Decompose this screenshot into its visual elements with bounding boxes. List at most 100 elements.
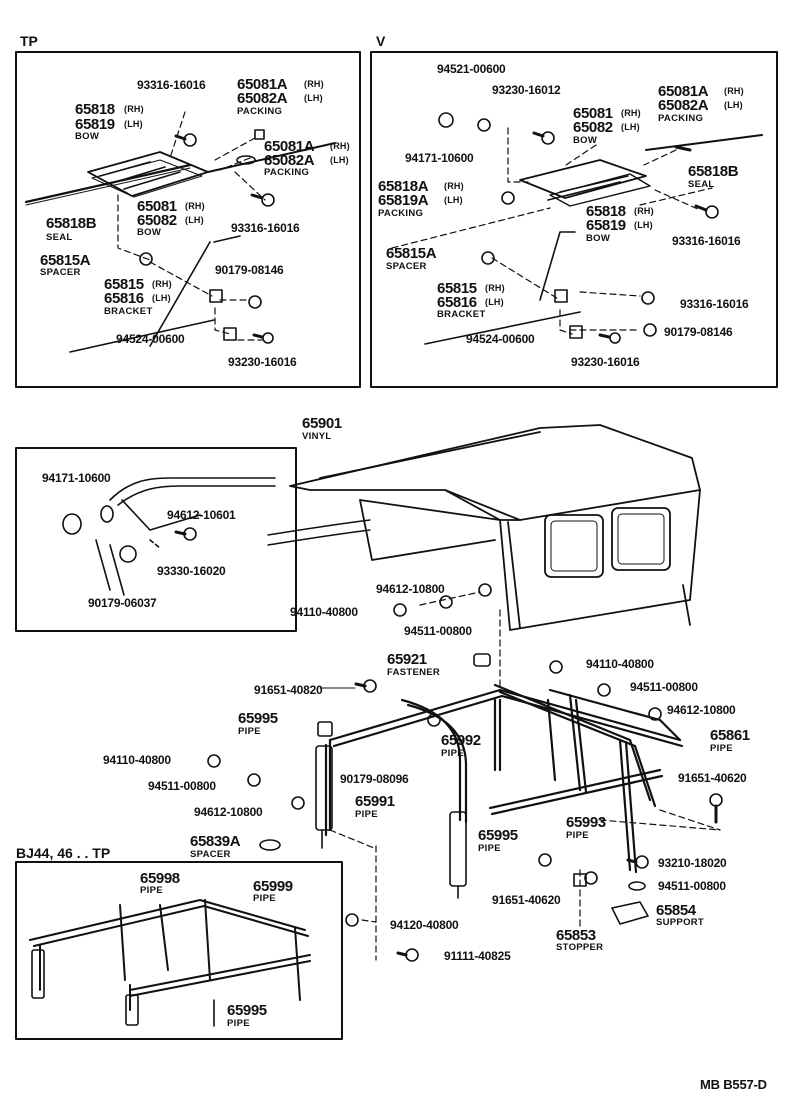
label-vinyl: VINYL: [302, 431, 332, 442]
label-spacer: SPACER: [40, 267, 81, 278]
main-frame-legs: [315, 745, 467, 899]
label-93230-16016: 93230-16016: [228, 355, 297, 369]
label-65995-a: 65995: [238, 710, 278, 727]
label-lh: (LH): [330, 155, 349, 165]
label-90179-08146: 90179-08146: [215, 263, 284, 277]
label-94171-10600-v: 94171-10600: [405, 151, 474, 165]
label-v-93316-16016-b: 93316-16016: [680, 297, 749, 311]
label-v-bow: BOW: [573, 135, 598, 146]
label-stopper: STOPPER: [556, 942, 604, 953]
inset-detail: [62, 477, 276, 596]
label-65861: 65861: [710, 727, 750, 744]
panel-v-frame: [370, 51, 778, 388]
label-v-bow-b: BOW: [586, 233, 611, 244]
label-94612-10800-l: 94612-10800: [194, 805, 263, 819]
label-65839A: 65839A: [190, 833, 241, 850]
label-v-65081A: 65081A: [658, 83, 709, 100]
label-pipe-g: PIPE: [140, 885, 163, 896]
label-65815: 65815: [104, 276, 144, 293]
label-91651-40620-b: 91651-40620: [492, 893, 561, 907]
panel-bj-title: BJ44, 46 . . TP: [16, 845, 111, 861]
label-65818A: 65818A: [378, 178, 429, 195]
label-65993: 65993: [566, 814, 606, 831]
bj-legs: [31, 949, 215, 1027]
label-v-90179-08146: 90179-08146: [664, 325, 733, 339]
label-rh: (RH): [724, 86, 744, 96]
label-pipe-e: PIPE: [566, 830, 589, 841]
label-94110-40800-r: 94110-40800: [586, 657, 654, 671]
label-v-94524-00600: 94524-00600: [466, 332, 535, 346]
label-94511-00800-r: 94511-00800: [630, 680, 698, 694]
label-v-93316-16016: 93316-16016: [672, 234, 741, 248]
label-rh: (RH): [185, 201, 205, 211]
label-bow: BOW: [75, 131, 100, 142]
label-pipe-b: PIPE: [441, 748, 464, 759]
label-lh: (LH): [621, 122, 640, 132]
label-65901: 65901: [302, 415, 342, 432]
label-65818B: 65818B: [46, 215, 97, 232]
label-65992: 65992: [441, 732, 481, 749]
label-v-seal: SEAL: [688, 179, 715, 190]
label-pipe-h: PIPE: [253, 893, 276, 904]
document-code: MB B557-D: [700, 1077, 767, 1092]
label-91651-40820: 91651-40820: [254, 683, 323, 697]
main-dashed-guides: [329, 809, 721, 961]
label-v-65082A: 65082A: [658, 97, 709, 114]
label-94511-00800-l: 94511-00800: [148, 779, 216, 793]
label-lh: (LH): [124, 119, 143, 129]
label-lh: (LH): [444, 195, 463, 205]
label-65991: 65991: [355, 793, 395, 810]
label-94110-40800-l: 94110-40800: [103, 753, 171, 767]
label-94511-00800-b: 94511-00800: [658, 879, 726, 893]
label-94612-10601: 94612-10601: [167, 508, 236, 522]
label-rh: (RH): [152, 279, 172, 289]
label-93316-16016-top: 93316-16016: [137, 78, 206, 92]
label-rh: (RH): [485, 283, 505, 293]
vinyl-hardware: [393, 583, 662, 721]
label-v-65816: 65816: [437, 294, 477, 311]
vinyl-top-art: [267, 424, 701, 631]
tp-hardware: [139, 129, 275, 344]
label-rh: (RH): [304, 79, 324, 89]
label-v-65082: 65082: [573, 119, 613, 136]
label-65995-c: 65995: [227, 1002, 267, 1019]
label-v-65081: 65081: [573, 105, 613, 122]
label-lh: (LH): [724, 100, 743, 110]
label-packing: PACKING: [237, 106, 283, 117]
panel-bj-frame: [15, 861, 343, 1040]
tp-bow-assembly: [24, 142, 336, 353]
label-65082: 65082: [137, 212, 177, 229]
label-rh: (RH): [444, 181, 464, 191]
label-rh: (RH): [634, 206, 654, 216]
label-v-65818: 65818: [586, 203, 626, 220]
label-v-65819: 65819: [586, 217, 626, 234]
label-v-65815A: 65815A: [386, 245, 437, 262]
tp-dashed-guides: [117, 111, 266, 341]
label-bow-b: BOW: [137, 227, 162, 238]
panel-tp-title: TP: [20, 33, 38, 49]
label-fastener: FASTENER: [387, 667, 441, 678]
panel-inset-frame: [15, 447, 297, 632]
label-pipe-f: PIPE: [478, 843, 501, 854]
label-lh: (LH): [485, 297, 504, 307]
label-65081A: 65081A: [237, 76, 288, 93]
label-spacer-b: SPACER: [190, 849, 231, 860]
label-support: SUPPORT: [656, 917, 705, 928]
label-65999: 65999: [253, 878, 293, 895]
label-packing-b: PACKING: [264, 167, 310, 178]
panel-tp-frame: [15, 51, 361, 388]
label-lh: (LH): [152, 293, 171, 303]
label-65995-b: 65995: [478, 827, 518, 844]
label-inset-94171-10600: 94171-10600: [42, 471, 111, 485]
label-v-93230-16016: 93230-16016: [571, 355, 640, 369]
label-94524-00600: 94524-00600: [116, 332, 185, 346]
vinyl-dashed-guides: [419, 591, 501, 691]
label-v-packing: PACKING: [658, 113, 704, 124]
label-65081: 65081: [137, 198, 177, 215]
label-v-spacer: SPACER: [386, 261, 427, 272]
label-94120-40800: 94120-40800: [390, 918, 459, 932]
label-pipe-c: PIPE: [710, 743, 733, 754]
label-90179-06037: 90179-06037: [88, 596, 157, 610]
label-65921: 65921: [387, 651, 427, 668]
